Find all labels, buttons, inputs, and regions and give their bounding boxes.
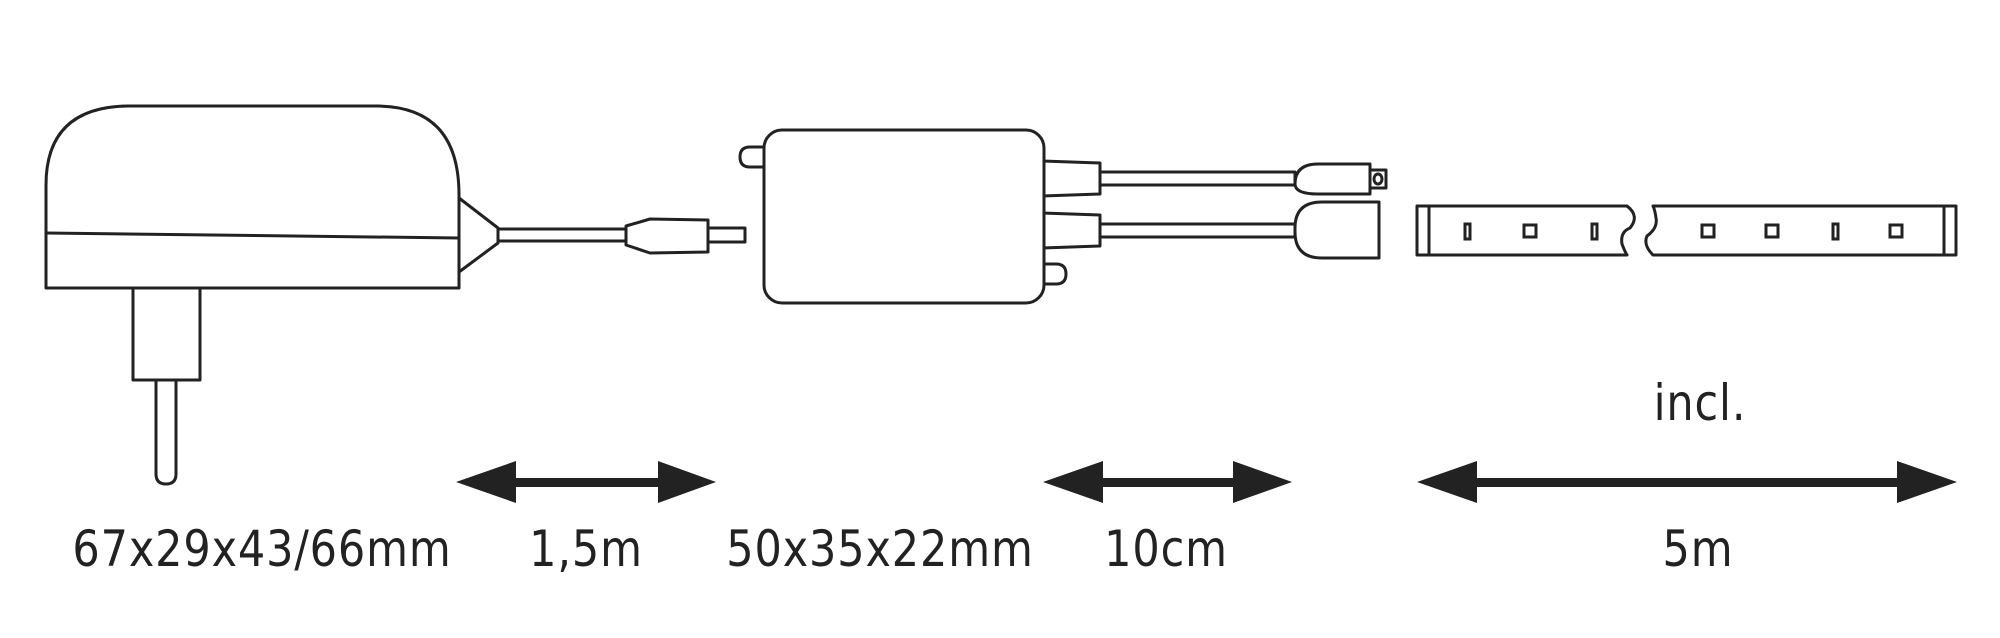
strip-included-note: incl. <box>1653 374 1747 432</box>
adapter-cable-length-label: 1,5m <box>529 520 643 578</box>
controller-icon <box>738 128 1388 305</box>
connector-hole-icon <box>1372 172 1384 186</box>
controller-cable-bottom-icon <box>1098 222 1297 239</box>
connector-latch-icon <box>1368 168 1388 190</box>
led-strip-icon <box>1415 204 1958 257</box>
led-icon <box>1764 223 1780 239</box>
led-icon <box>1700 223 1716 239</box>
led-icon <box>1590 222 1599 241</box>
led-icon <box>1522 223 1538 239</box>
power-adapter-icon <box>44 104 747 486</box>
plug-pin-icon <box>154 378 178 486</box>
led-icon <box>1831 222 1840 241</box>
led-icon <box>1888 223 1904 239</box>
controller-cable-top-icon <box>1098 170 1297 187</box>
controller-dimensions-label: 50x35x22mm <box>726 520 1034 578</box>
controller-outlet-top-icon <box>1040 159 1102 198</box>
adapter-dimensions-label: 67x29x43/66mm <box>72 520 452 578</box>
adapter-seam <box>45 231 460 240</box>
controller-tab-right-icon <box>1040 262 1068 286</box>
arrow-controller-cable-icon <box>1043 461 1292 503</box>
dc-plug-tip-icon <box>706 226 747 244</box>
controller-outlet-bottom-icon <box>1040 211 1102 250</box>
controller-tab-left-icon <box>738 145 767 169</box>
dc-plug-icon <box>624 217 710 255</box>
strip-segment-right-icon <box>1644 204 1958 257</box>
arrow-adapter-cable-icon <box>456 461 716 503</box>
strain-relief-icon <box>457 196 500 274</box>
plug-base-icon <box>131 286 202 382</box>
strip-segment-left-icon <box>1415 204 1636 257</box>
controller-box-icon <box>762 128 1046 305</box>
adapter-body-icon <box>44 104 461 290</box>
led-icon <box>1463 222 1472 241</box>
adapter-cable-icon <box>496 227 628 243</box>
connector-bottom-icon <box>1293 200 1381 260</box>
connector-top-icon <box>1293 162 1372 196</box>
strip-length-label: 5m <box>1662 520 1734 578</box>
controller-cable-length-label: 10cm <box>1104 520 1228 578</box>
arrow-strip-length-icon <box>1417 461 1957 503</box>
